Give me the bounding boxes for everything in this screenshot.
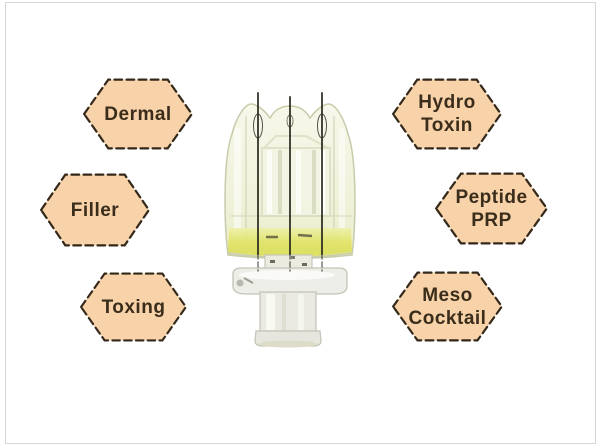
label-line: Cocktail — [408, 307, 487, 329]
label-line: Peptide — [455, 186, 528, 208]
hexagon-shape — [39, 173, 151, 247]
hexagon-shape — [79, 272, 188, 342]
hex-dermal: Dermal — [82, 78, 194, 150]
hex-peptide-prp-label: Peptide PRP — [435, 172, 548, 245]
hex-meso-cocktail: Meso Cocktail — [391, 271, 504, 342]
label-line: Toxing — [101, 296, 166, 318]
hex-dermal-label: Dermal — [83, 78, 193, 150]
needles — [257, 92, 323, 272]
label-line: Dermal — [104, 103, 172, 125]
label-line: Meso — [422, 284, 473, 306]
hexagon-shape — [391, 78, 503, 150]
hexagon-shape — [391, 271, 504, 342]
hex-hydro-toxin: Hydro Toxin — [391, 78, 503, 150]
injector-device-illustration — [224, 92, 356, 348]
hex-peptide-prp: Peptide PRP — [434, 172, 549, 245]
label-line: Toxin — [421, 115, 473, 136]
hex-hydro-toxin-label: Hydro Toxin — [392, 78, 502, 150]
hex-filler-label: Filler — [40, 173, 150, 247]
label-line: Filler — [70, 199, 120, 221]
hex-meso-cocktail-label: Meso Cocktail — [392, 271, 503, 342]
label-line: PRP — [471, 209, 512, 231]
hexagon-shape — [434, 172, 549, 245]
hexagon-shape — [82, 78, 194, 150]
hex-toxing: Toxing — [79, 272, 188, 342]
hex-filler: Filler — [39, 173, 151, 247]
label-line: Hydro — [418, 92, 476, 113]
hex-toxing-label: Toxing — [80, 272, 187, 342]
